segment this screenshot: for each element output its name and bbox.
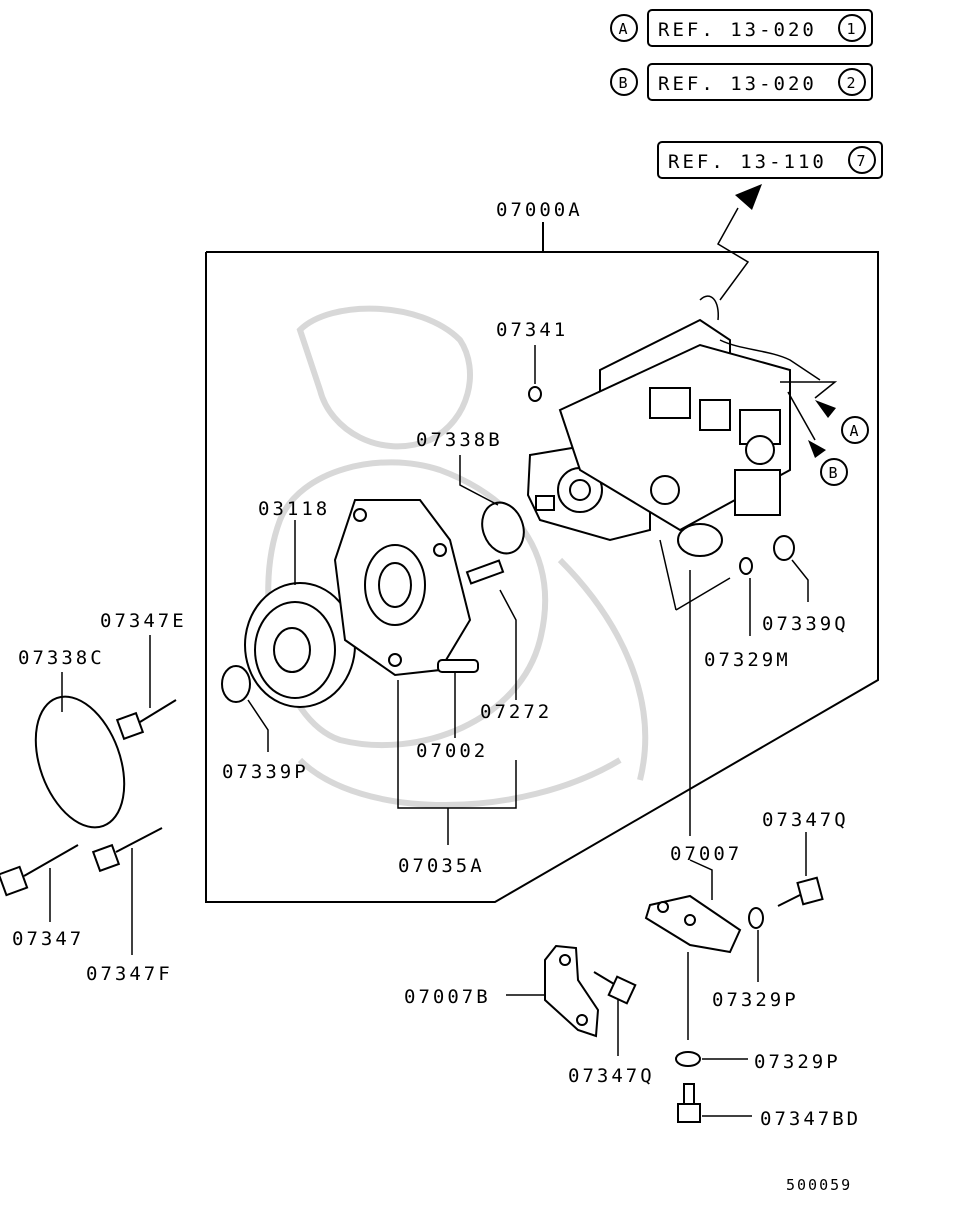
part-number: 07329P [712, 989, 799, 1011]
part-number: 07347F [86, 963, 173, 985]
part-07329P-washer-a[interactable]: 07329P [712, 907, 799, 1011]
part-number: 07347 [12, 928, 84, 950]
reference-b[interactable]: B REF. 13-020 2 [610, 63, 873, 101]
part-number: 03118 [258, 498, 330, 520]
part-number: 07339P [222, 761, 309, 783]
part-number: 07329P [754, 1051, 841, 1073]
part-07341[interactable]: 07341 [496, 319, 568, 402]
part-07329M-washer[interactable]: 07329M [659, 539, 791, 671]
part-07338C-oring[interactable]: 07338C [18, 647, 141, 840]
reference-text: REF. 13-110 [668, 151, 827, 173]
part-07347E-bolt[interactable]: 07347E [100, 610, 187, 741]
part-07339P-nut[interactable]: 07339P [221, 665, 309, 783]
part-07347F-bolt[interactable]: 07347F [86, 827, 173, 985]
callout-letter: B [828, 464, 839, 482]
reference-text: REF. 13-020 [658, 73, 817, 95]
part-number: 07347Q [762, 809, 849, 831]
part-07347Q-top-bolt[interactable]: 07347Q [762, 809, 849, 907]
reference-number: 2 [846, 74, 857, 92]
reference-number: 1 [846, 20, 857, 38]
part-number: 07002 [416, 740, 488, 762]
part-number: 07338C [18, 647, 105, 669]
part-07007-bracket[interactable]: 07007 [644, 570, 742, 954]
part-number: 07329M [704, 649, 791, 671]
part-07329P-washer-b[interactable]: 07329P [675, 952, 841, 1073]
part-number: 07339Q [762, 613, 849, 635]
part-07339Q-nut[interactable]: 07339Q [762, 535, 849, 635]
part-07338B[interactable]: 07338B [416, 429, 531, 559]
reference-13-110[interactable]: REF. 13-110 7 [657, 141, 883, 179]
part-07347-bolt[interactable]: 07347 [0, 844, 84, 950]
callout-b[interactable]: B [787, 391, 848, 486]
part-07347Q-bottom-bolt[interactable]: 07347Q [568, 971, 655, 1087]
reference-letter: A [618, 20, 629, 38]
part-number: 07347E [100, 610, 187, 632]
part-number: 07338B [416, 429, 503, 451]
part-flange-housing[interactable] [333, 499, 472, 677]
part-number: 07347Q [568, 1065, 655, 1087]
part-07272-stud[interactable]: 07272 [465, 559, 552, 723]
part-07007B-bracket[interactable]: 07007B [404, 944, 600, 1038]
injection-pump-body[interactable] [526, 295, 821, 557]
reference-number: 7 [856, 152, 867, 170]
arrow-to-ref-13-110 [716, 184, 762, 301]
part-07035A-leader[interactable]: 07035A [397, 680, 517, 877]
part-number: 07272 [480, 701, 552, 723]
part-number: 07341 [496, 319, 568, 341]
callout-letter: A [849, 422, 860, 440]
part-number: 07035A [398, 855, 485, 877]
reference-letter: B [618, 74, 629, 92]
watermark-logo [265, 305, 649, 808]
part-number: 07007B [404, 986, 491, 1008]
part-07347BD-bolt[interactable]: 07347BD [677, 1083, 861, 1130]
part-number: 07347BD [760, 1108, 861, 1130]
diagram-id: 500059 [786, 1176, 852, 1194]
assembly-boundary [205, 222, 879, 903]
reference-text: REF. 13-020 [658, 19, 817, 41]
part-07002-pin[interactable]: 07002 [416, 659, 488, 762]
callout-a[interactable]: A [780, 381, 869, 444]
part-number: 07007 [670, 843, 742, 865]
part-03118-gear[interactable]: 03118 [244, 498, 356, 708]
assembly-part-number[interactable]: 07000A [496, 199, 583, 221]
reference-a[interactable]: A REF. 13-020 1 [610, 9, 873, 47]
